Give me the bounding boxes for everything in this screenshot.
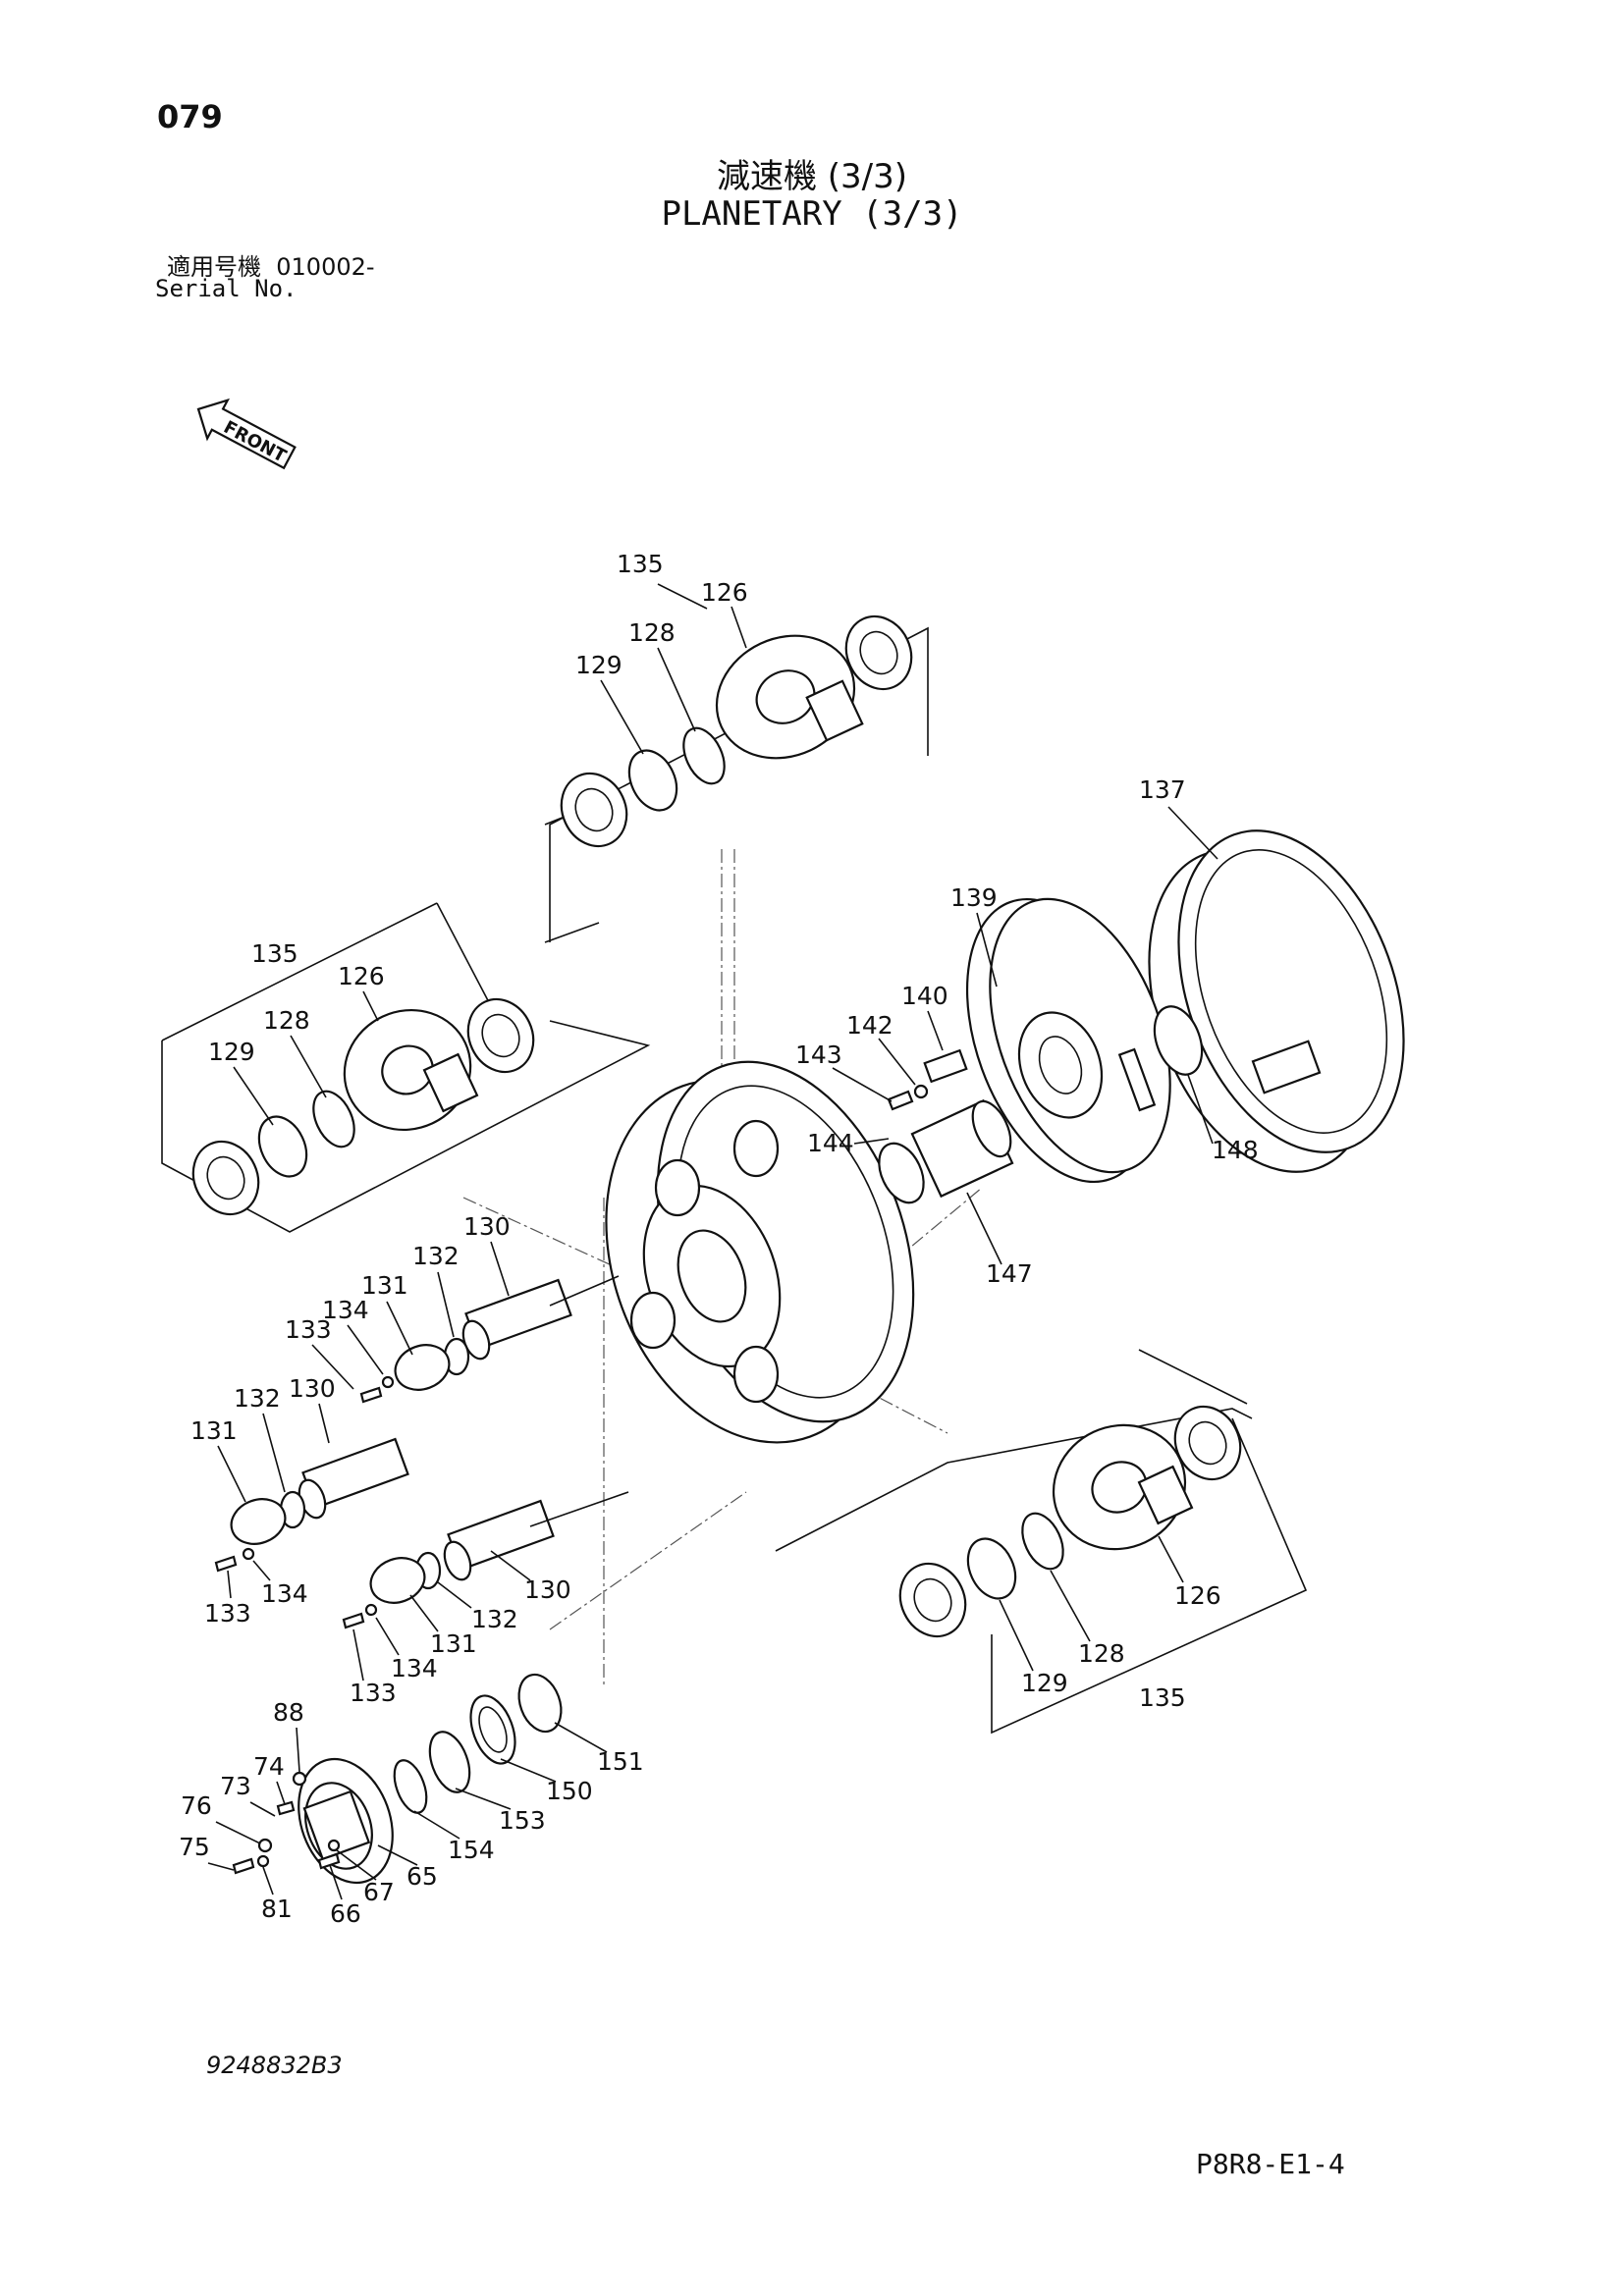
label-73: 73 — [220, 1772, 251, 1800]
label-130-u: 130 — [463, 1212, 511, 1241]
label-128-left: 128 — [263, 1006, 310, 1035]
label-134-l: 134 — [391, 1654, 438, 1682]
label-131-l: 131 — [430, 1629, 477, 1658]
label-132-l: 132 — [471, 1605, 518, 1633]
label-126-left: 126 — [338, 962, 385, 990]
label-131-m: 131 — [190, 1416, 238, 1445]
page-number: 079 — [157, 98, 223, 135]
top-gear-group — [544, 614, 929, 943]
washer-142 — [913, 1084, 929, 1099]
sheet-code: P8R8-E1-4 — [1196, 2148, 1345, 2180]
label-137: 137 — [1139, 775, 1186, 804]
label-67: 67 — [363, 1878, 395, 1906]
serial-label-japanese: 適用号機 010002- — [167, 247, 375, 282]
pin-set-lower — [342, 1491, 629, 1629]
front-arrow-icon: FRONT — [196, 398, 297, 470]
label-132-u: 132 — [412, 1242, 460, 1270]
label-153: 153 — [499, 1806, 546, 1835]
label-128-right: 128 — [1078, 1639, 1125, 1668]
label-135-top: 135 — [617, 550, 664, 578]
title-english: PLANETARY (3/3) — [661, 194, 963, 234]
serial-value: 010002- — [276, 253, 375, 281]
label-135-left: 135 — [251, 939, 298, 968]
label-65: 65 — [406, 1862, 438, 1891]
label-134-m: 134 — [261, 1579, 308, 1608]
snap-ring-148 — [1153, 1005, 1204, 1076]
label-75: 75 — [179, 1833, 210, 1861]
label-147: 147 — [986, 1259, 1033, 1288]
label-148: 148 — [1212, 1136, 1259, 1164]
bolt-143 — [887, 1090, 914, 1111]
label-134-u: 134 — [322, 1296, 369, 1324]
label-154: 154 — [448, 1836, 495, 1864]
pin-set-middle — [214, 1437, 409, 1573]
label-133-m: 133 — [204, 1599, 251, 1628]
label-135-right: 135 — [1139, 1683, 1186, 1712]
sun-gear-147 — [878, 1098, 1014, 1204]
label-74: 74 — [253, 1752, 285, 1781]
label-132-m: 132 — [234, 1384, 281, 1413]
label-139: 139 — [950, 883, 998, 912]
label-129-left: 129 — [208, 1038, 255, 1066]
pin-set-upper — [359, 1275, 620, 1404]
ring-gear — [1148, 829, 1405, 1173]
label-140: 140 — [901, 982, 948, 1010]
label-128-top: 128 — [628, 618, 676, 647]
label-66: 66 — [330, 1899, 361, 1928]
label-151: 151 — [597, 1747, 644, 1776]
serial-label-english: Serial No. — [155, 275, 298, 302]
label-130-l: 130 — [524, 1575, 571, 1604]
cover-plate — [965, 897, 1171, 1184]
carrier-hub — [605, 1060, 915, 1444]
serial-label-jp-text: 適用号機 — [167, 253, 261, 281]
plate-140 — [923, 1048, 968, 1084]
drawing-number: 9248832B3 — [206, 2052, 343, 2079]
label-144: 144 — [807, 1129, 854, 1157]
label-133-u: 133 — [285, 1315, 332, 1344]
label-133-l: 133 — [350, 1679, 397, 1707]
label-130-m: 130 — [289, 1374, 336, 1403]
left-gear-group — [161, 902, 651, 1233]
label-88: 88 — [273, 1698, 304, 1727]
title-japanese: 減速機 (3/3) — [716, 157, 908, 196]
label-142: 142 — [846, 1011, 893, 1040]
label-129-top: 129 — [575, 651, 623, 679]
label-131-u: 131 — [361, 1271, 408, 1300]
label-126-right: 126 — [1174, 1581, 1221, 1610]
right-gear-group — [775, 1349, 1308, 1735]
label-81: 81 — [261, 1895, 293, 1923]
cover-assembly — [232, 1673, 563, 1885]
label-143: 143 — [795, 1041, 842, 1069]
label-126-top: 126 — [701, 578, 748, 607]
label-76: 76 — [181, 1791, 212, 1820]
label-129-right: 129 — [1021, 1669, 1068, 1697]
